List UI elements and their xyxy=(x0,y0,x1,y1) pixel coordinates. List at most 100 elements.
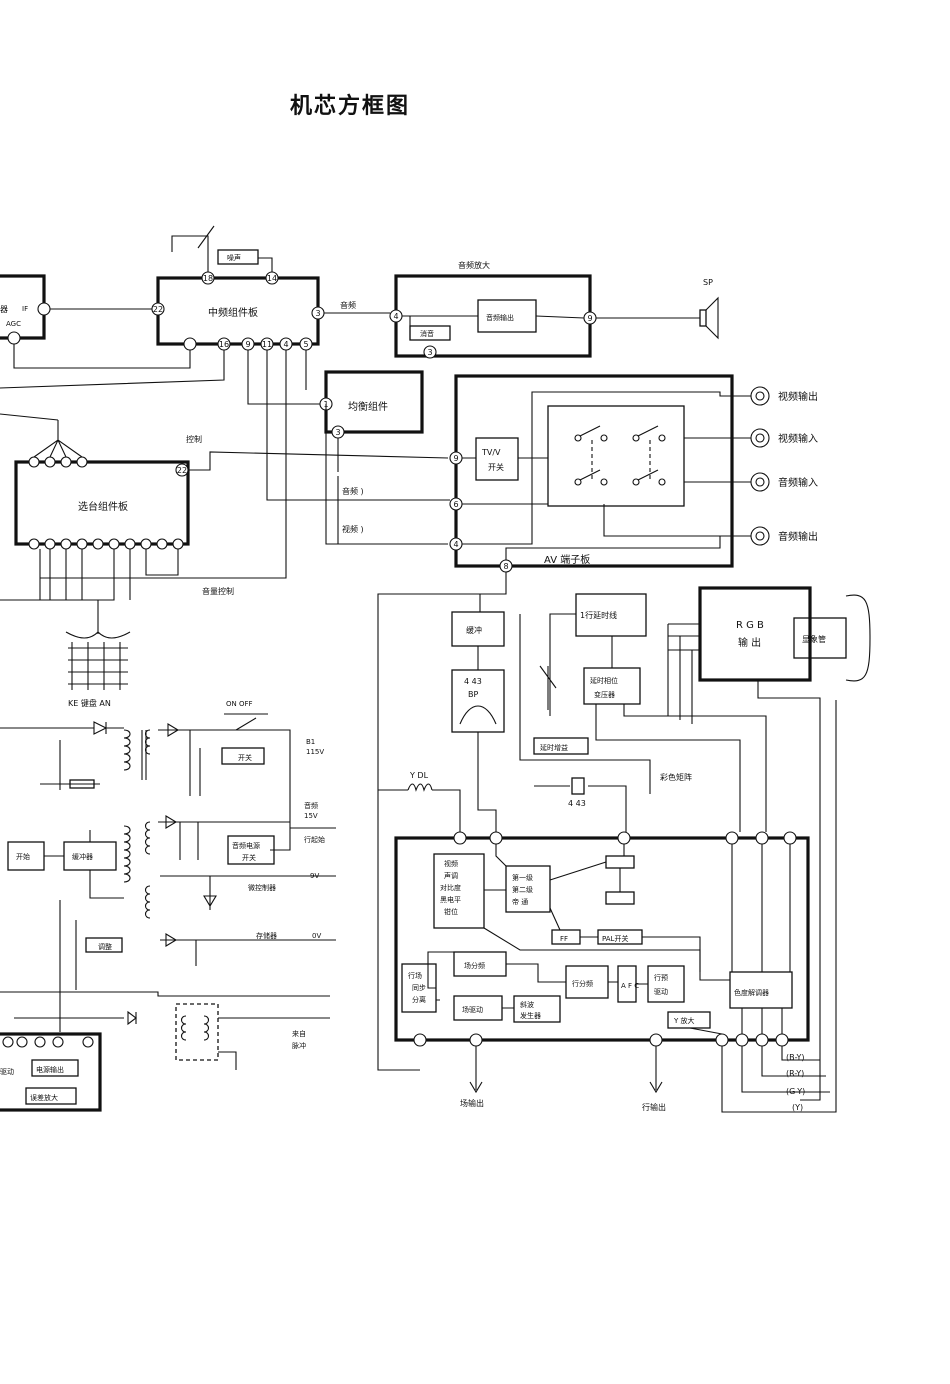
svg-text:(G-Y): (G-Y) xyxy=(786,1087,805,1096)
field-out-label: 场输出 xyxy=(460,1098,484,1108)
svg-text:3: 3 xyxy=(427,348,432,357)
svg-text:22: 22 xyxy=(153,305,163,314)
power-supply: 开关 ON OFF B1 115V 音频电源 开关 音频 15V 行起始 微控制… xyxy=(0,700,336,1112)
svg-text:(R-Y): (R-Y) xyxy=(786,1069,804,1078)
svg-text:4 43: 4 43 xyxy=(464,677,482,686)
svg-text:1行延时线: 1行延时线 xyxy=(580,610,617,620)
svg-text:AGC: AGC xyxy=(6,320,21,328)
svg-text:同步: 同步 xyxy=(412,984,426,992)
tuner-fragment: 器 IF AGC xyxy=(0,274,191,369)
svg-text:15V: 15V xyxy=(304,812,318,820)
if-board: 中频组件板 18 14 22 3 16 9 11 4 5 噪声 xyxy=(151,225,325,351)
svg-text:场分频: 场分频 xyxy=(464,961,485,970)
svg-text:16: 16 xyxy=(219,340,229,349)
svg-text:9V: 9V xyxy=(310,872,319,880)
speaker-icon: SP xyxy=(699,278,719,340)
svg-text:声调: 声调 xyxy=(444,871,458,880)
svg-text:驱动: 驱动 xyxy=(0,1067,14,1076)
svg-text:延时相位: 延时相位 xyxy=(590,676,618,685)
svg-text:斜波: 斜波 xyxy=(520,1000,534,1009)
svg-text:(B-Y): (B-Y) xyxy=(786,1053,805,1062)
svg-text:脉冲: 脉冲 xyxy=(292,1041,306,1050)
svg-text:22: 22 xyxy=(177,466,187,475)
svg-text:微控制器: 微控制器 xyxy=(248,883,276,892)
svg-text:存储器: 存储器 xyxy=(256,931,277,940)
svg-text:缓冲器: 缓冲器 xyxy=(72,852,93,861)
crt: 显象管 xyxy=(757,594,871,1101)
svg-text:AV 端子板: AV 端子板 xyxy=(544,553,590,566)
tuner-board: 选台组件板 22 控制 音量控制 xyxy=(0,413,449,634)
svg-text:第一级: 第一级 xyxy=(512,873,533,882)
svg-text:开关: 开关 xyxy=(238,753,252,762)
line-delay xyxy=(575,593,647,637)
svg-text:色度解调器: 色度解调器 xyxy=(734,988,769,997)
keypad: KE 键盘 AN xyxy=(65,631,131,708)
svg-text:误差放大: 误差放大 xyxy=(30,1093,58,1102)
svg-text:分离: 分离 xyxy=(412,995,426,1004)
svg-text:开始: 开始 xyxy=(16,852,30,861)
svg-text:行分频: 行分频 xyxy=(572,979,593,988)
svg-text:延时增益: 延时增益 xyxy=(540,743,568,752)
audio-in-jack: 音频输入 xyxy=(778,476,818,489)
line-out-label: 行输出 xyxy=(642,1102,666,1112)
svg-text:驱动: 驱动 xyxy=(654,987,668,996)
svg-text:18: 18 xyxy=(203,274,213,283)
svg-text:SP: SP xyxy=(703,278,713,287)
svg-text:器: 器 xyxy=(0,305,8,314)
svg-text:开关: 开关 xyxy=(488,462,504,472)
svg-text:场驱动: 场驱动 xyxy=(462,1005,483,1014)
svg-text:9: 9 xyxy=(245,340,250,349)
audio-out-jack: 音频输出 xyxy=(778,530,818,543)
balance-component: 均衡组件 1 3 xyxy=(319,370,424,472)
svg-text:钳位: 钳位 xyxy=(444,907,458,916)
video-in-jack: 视频输入 xyxy=(778,432,818,445)
svg-text:KE 键盘 AN: KE 键盘 AN xyxy=(68,698,111,708)
svg-text:ON OFF: ON OFF xyxy=(226,700,253,708)
if-board-label: 中频组件板 xyxy=(208,306,258,319)
svg-text:IF: IF xyxy=(22,305,28,313)
svg-text:FF: FF xyxy=(560,935,568,943)
svg-text:4: 4 xyxy=(453,540,458,549)
svg-text:4: 4 xyxy=(393,312,398,321)
rgb-output: R G B 输 出 xyxy=(667,586,812,724)
video-out-jack: 视频输出 xyxy=(778,390,818,403)
svg-text:第二级: 第二级 xyxy=(512,885,533,894)
svg-text:9: 9 xyxy=(587,314,592,323)
svg-text:4 43: 4 43 xyxy=(568,799,586,808)
svg-text:行起始: 行起始 xyxy=(304,835,325,844)
svg-text:调整: 调整 xyxy=(98,942,112,951)
svg-text:缓冲: 缓冲 xyxy=(466,625,482,635)
svg-text:8: 8 xyxy=(503,562,508,571)
svg-text:(Y): (Y) xyxy=(792,1103,803,1112)
svg-text:发生器: 发生器 xyxy=(520,1011,541,1020)
svg-text:5: 5 xyxy=(303,340,308,349)
svg-text:黑电平: 黑电平 xyxy=(440,895,461,904)
svg-text:B1: B1 xyxy=(306,738,315,746)
svg-text:3: 3 xyxy=(315,309,320,318)
svg-text:对比度: 对比度 xyxy=(440,883,461,892)
svg-text:3: 3 xyxy=(335,428,340,437)
svg-text:开关: 开关 xyxy=(242,853,256,862)
decoder-ic: 视频 声调 对比度 黑电平 钳位 第一级 第二级 帝 通 FF PAL开关 场分… xyxy=(394,831,810,1047)
svg-text:R G B: R G B xyxy=(736,620,764,631)
svg-text:控制: 控制 xyxy=(186,434,202,444)
svg-text:PAL开关: PAL开关 xyxy=(602,934,628,943)
svg-text:行预: 行预 xyxy=(654,973,668,982)
svg-text:帝 通: 帝 通 xyxy=(512,897,528,906)
svg-text:选台组件板: 选台组件板 xyxy=(78,500,128,513)
svg-text:音频输出: 音频输出 xyxy=(486,313,514,322)
svg-text:变压器: 变压器 xyxy=(594,690,615,699)
svg-text:音频放大: 音频放大 xyxy=(458,260,490,270)
av-jacks: 视频输出 视频输入 音频输入 音频输出 xyxy=(740,386,818,546)
svg-text:均衡组件: 均衡组件 xyxy=(348,400,388,413)
svg-text:9: 9 xyxy=(453,454,458,463)
svg-text:彩色矩阵: 彩色矩阵 xyxy=(660,772,692,782)
av-terminal-board: 9 6 4 8 TV/V 开关 AV 端子板 xyxy=(449,374,740,573)
svg-text:6: 6 xyxy=(453,500,458,509)
svg-text:音频: 音频 xyxy=(304,801,318,810)
svg-text:11: 11 xyxy=(262,340,272,349)
page-title: 机芯方框图 xyxy=(290,94,411,119)
svg-text:Y 放大: Y 放大 xyxy=(673,1016,695,1025)
svg-text:电源输出: 电源输出 xyxy=(36,1065,64,1074)
